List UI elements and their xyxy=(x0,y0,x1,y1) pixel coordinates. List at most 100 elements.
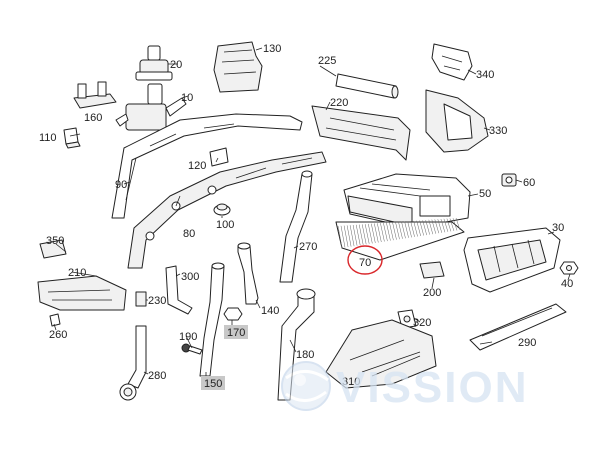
part-340-upper-bracket-drawing xyxy=(431,43,473,81)
part-230-tab-drawing xyxy=(135,291,147,307)
label-130: 130 xyxy=(263,43,281,55)
filter-pleat xyxy=(440,218,446,233)
filter-pleat xyxy=(389,222,394,241)
label-350: 350 xyxy=(46,235,64,247)
filter-pleat xyxy=(398,221,403,239)
watermark-globe-logo xyxy=(281,361,331,411)
filter-pleat xyxy=(358,224,364,245)
label-70: 70 xyxy=(359,257,371,269)
label-190: 190 xyxy=(179,331,197,343)
part-140-bent-pipe-drawing xyxy=(237,242,259,305)
filter-pleat xyxy=(410,221,415,237)
filter-pleat xyxy=(449,218,455,231)
vission-watermark: VISSION xyxy=(281,361,529,412)
part-210-side-duct-drawing xyxy=(37,275,127,311)
filter-pleat xyxy=(434,219,440,234)
part-270-bent-hose-drawing xyxy=(279,170,313,283)
part-350-pad-drawing xyxy=(39,239,67,259)
watermark-text: VISSION xyxy=(336,363,529,412)
filter-pleat xyxy=(428,219,434,235)
filter-pleat xyxy=(340,225,346,248)
label-20: 20 xyxy=(170,59,182,71)
part-190-bolt-drawing xyxy=(181,343,203,355)
filter-pleat xyxy=(401,221,406,239)
part-290-strip-drawing xyxy=(469,303,567,351)
label-60: 60 xyxy=(523,177,535,189)
part-90-cowl-panel-drawing xyxy=(111,113,303,219)
filter-pleat xyxy=(352,224,358,246)
label-230: 230 xyxy=(148,295,166,307)
filter-pleat xyxy=(377,223,382,243)
label-260: 260 xyxy=(49,329,67,341)
label-140: 140 xyxy=(261,305,279,317)
filter-pleat xyxy=(431,219,437,234)
part-300-bracket-drawing xyxy=(165,265,193,315)
filter-pleat xyxy=(419,220,424,236)
part-100-grommet-drawing xyxy=(213,203,231,216)
label-200: 200 xyxy=(423,287,441,299)
filter-pleat xyxy=(437,219,443,233)
label-120: 120 xyxy=(188,160,206,172)
filter-pleat xyxy=(364,224,370,244)
filter-pleat xyxy=(386,222,391,241)
filter-pleat xyxy=(413,220,418,237)
part-20-actuator-drawing xyxy=(135,45,173,81)
filter-pleat xyxy=(355,224,361,246)
label-340: 340 xyxy=(476,69,494,81)
part-280-pipe-drawing xyxy=(119,325,147,401)
part-170-nut-drawing xyxy=(223,307,243,321)
filter-pleat xyxy=(422,220,427,236)
filter-pleat xyxy=(371,223,376,243)
label-40: 40 xyxy=(561,278,573,290)
part-10-solenoid-valve-drawing xyxy=(115,83,187,131)
label-80: 80 xyxy=(183,228,195,240)
label-160: 160 xyxy=(84,112,102,124)
part-labels: 20 10 30 40 50 60 70 80 90 100 110 120 1… xyxy=(39,43,573,390)
part-330-housing-bracket-drawing xyxy=(425,89,489,153)
filter-pleat xyxy=(380,223,385,242)
highlight-circle-part-70 xyxy=(347,245,383,275)
part-110-clip-drawing xyxy=(63,127,81,149)
filter-pleat xyxy=(395,222,400,240)
label-180: 180 xyxy=(296,349,314,361)
part-120-small-bracket-drawing xyxy=(209,147,229,167)
filter-pleat xyxy=(343,225,349,248)
label-50: 50 xyxy=(479,188,491,200)
filter-pleat xyxy=(455,217,461,231)
part-320-clip-drawing xyxy=(397,309,417,329)
part-60-clip-drawing xyxy=(501,173,517,187)
filter-pleat xyxy=(446,218,452,232)
label-225: 225 xyxy=(318,55,336,67)
label-270: 270 xyxy=(299,241,317,253)
part-70-cabin-filter-drawing xyxy=(335,217,465,261)
part-160-bracket-drawing xyxy=(73,81,117,109)
label-170: 170 xyxy=(227,327,245,339)
filter-pleat xyxy=(425,220,430,235)
filter-pleat xyxy=(368,223,373,244)
part-225-seal-tube-drawing xyxy=(335,73,399,99)
part-150-long-pipe-drawing xyxy=(199,262,225,377)
label-150-highlight-bg xyxy=(201,376,225,390)
part-260-clip-drawing xyxy=(49,313,61,327)
label-310: 310 xyxy=(342,376,360,388)
leader-lines xyxy=(53,47,571,378)
part-130-insulation-mat-drawing xyxy=(213,41,263,93)
label-10: 10 xyxy=(181,92,193,104)
filter-pleat xyxy=(452,218,458,231)
part-30-blower-housing-drawing xyxy=(463,227,561,293)
filter-pleat xyxy=(349,225,355,247)
label-220: 220 xyxy=(330,97,348,109)
part-80-lower-cowl-drawing xyxy=(127,151,327,269)
label-210: 210 xyxy=(68,267,86,279)
label-170-highlight-bg xyxy=(224,325,248,339)
part-220-trim-strip-drawing xyxy=(311,105,411,161)
filter-pleat xyxy=(374,223,379,243)
filter-pleat xyxy=(346,225,352,247)
filter-pleat xyxy=(416,220,421,237)
label-100: 100 xyxy=(216,219,234,231)
label-30: 30 xyxy=(552,222,564,234)
filter-pleat xyxy=(383,222,388,242)
label-90: 90 xyxy=(115,179,127,191)
